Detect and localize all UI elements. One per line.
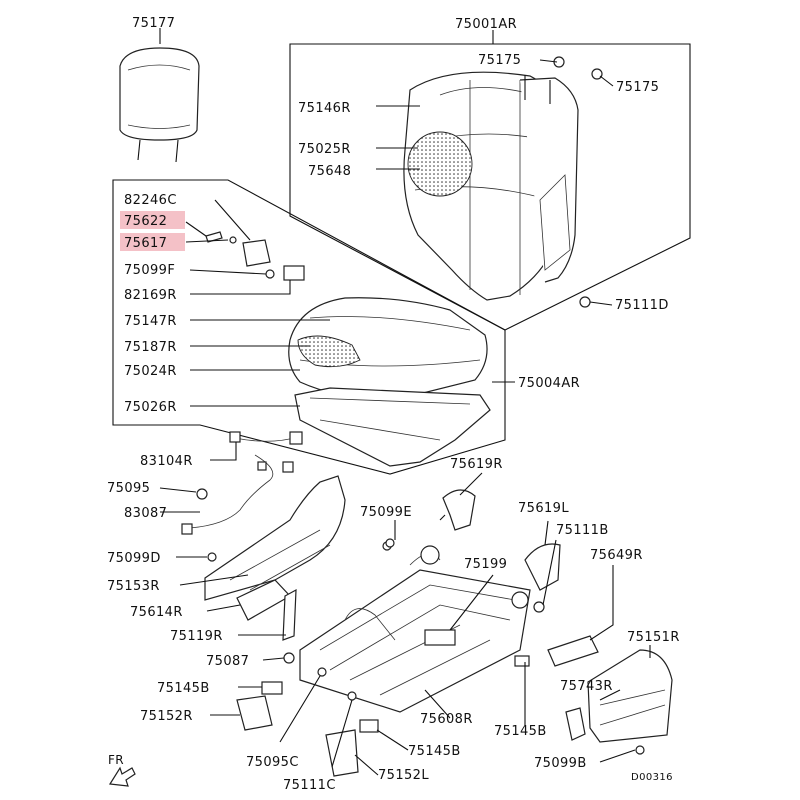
seat-cushion [288,297,491,467]
side-brackets [442,489,673,743]
part-label[interactable]: 75145B [157,681,210,696]
part-label-group: 75177 75001AR 75175 75175 75146R 75025R … [107,16,680,793]
part-label[interactable]: 75099B [534,756,587,771]
part-label[interactable]: 75614R [130,605,183,620]
cushion-group-frame [112,179,506,475]
part-label[interactable]: 75111C [283,778,336,793]
arrow-icon [108,766,136,787]
part-label[interactable]: 75099E [360,505,412,520]
part-label[interactable]: 75146R [298,101,351,116]
part-label[interactable]: 75617 [124,236,167,251]
part-label[interactable]: 75648 [308,164,351,179]
part-label[interactable]: 75111D [615,298,669,313]
part-label[interactable]: 75001AR [455,17,517,32]
part-label[interactable]: 75152L [378,768,429,783]
part-label[interactable]: 75622 [124,214,167,229]
hook-parts [205,231,305,281]
part-label[interactable]: 75024R [124,364,177,379]
part-label[interactable]: 75175 [616,80,659,95]
part-label[interactable]: 82246C [124,193,177,208]
part-label[interactable]: 75175 [478,53,521,68]
part-label[interactable]: 75025R [298,142,351,157]
highlight-75622 [120,211,185,229]
diagram-code: D00316 [631,772,673,783]
part-label[interactable]: 75619L [518,501,569,516]
part-label[interactable]: 75619R [450,457,503,472]
part-label[interactable]: 75145B [494,724,547,739]
front-direction-label: FR [108,753,124,767]
part-label[interactable]: 75608R [420,712,473,727]
part-label[interactable]: 75004AR [518,376,580,391]
highlight-75617 [120,233,185,251]
part-label[interactable]: 75743R [560,679,613,694]
part-label[interactable]: 75187R [124,340,177,355]
part-label[interactable]: 75151R [627,630,680,645]
seatback-group-frame [289,43,691,331]
part-label[interactable]: 75199 [464,557,507,572]
part-label[interactable]: 75099F [124,263,175,278]
seatback [403,71,579,301]
part-label[interactable]: 83104R [140,454,193,469]
side-shield [204,475,346,641]
part-label[interactable]: 75087 [206,654,249,669]
wiring-harness [181,431,303,535]
caps-and-clips [207,56,645,777]
leader-lines [159,28,651,776]
part-label[interactable]: 75095 [107,481,150,496]
part-label[interactable]: 75649R [590,548,643,563]
part-label[interactable]: 82169R [124,288,177,303]
part-label[interactable]: 75119R [170,629,223,644]
headrest [119,47,200,163]
part-label[interactable]: 75152R [140,709,193,724]
part-label[interactable]: 75095C [246,755,299,770]
part-label[interactable]: 75147R [124,314,177,329]
part-label[interactable]: 83087 [124,506,167,521]
part-label[interactable]: 75177 [132,16,175,31]
part-label[interactable]: 75026R [124,400,177,415]
part-label[interactable]: 75099D [107,551,161,566]
seat-adjuster [299,541,545,713]
part-label[interactable]: 75145B [408,744,461,759]
part-label[interactable]: 75153R [107,579,160,594]
part-label[interactable]: 75111B [556,523,609,538]
front-direction-indicator: FR [108,753,136,787]
